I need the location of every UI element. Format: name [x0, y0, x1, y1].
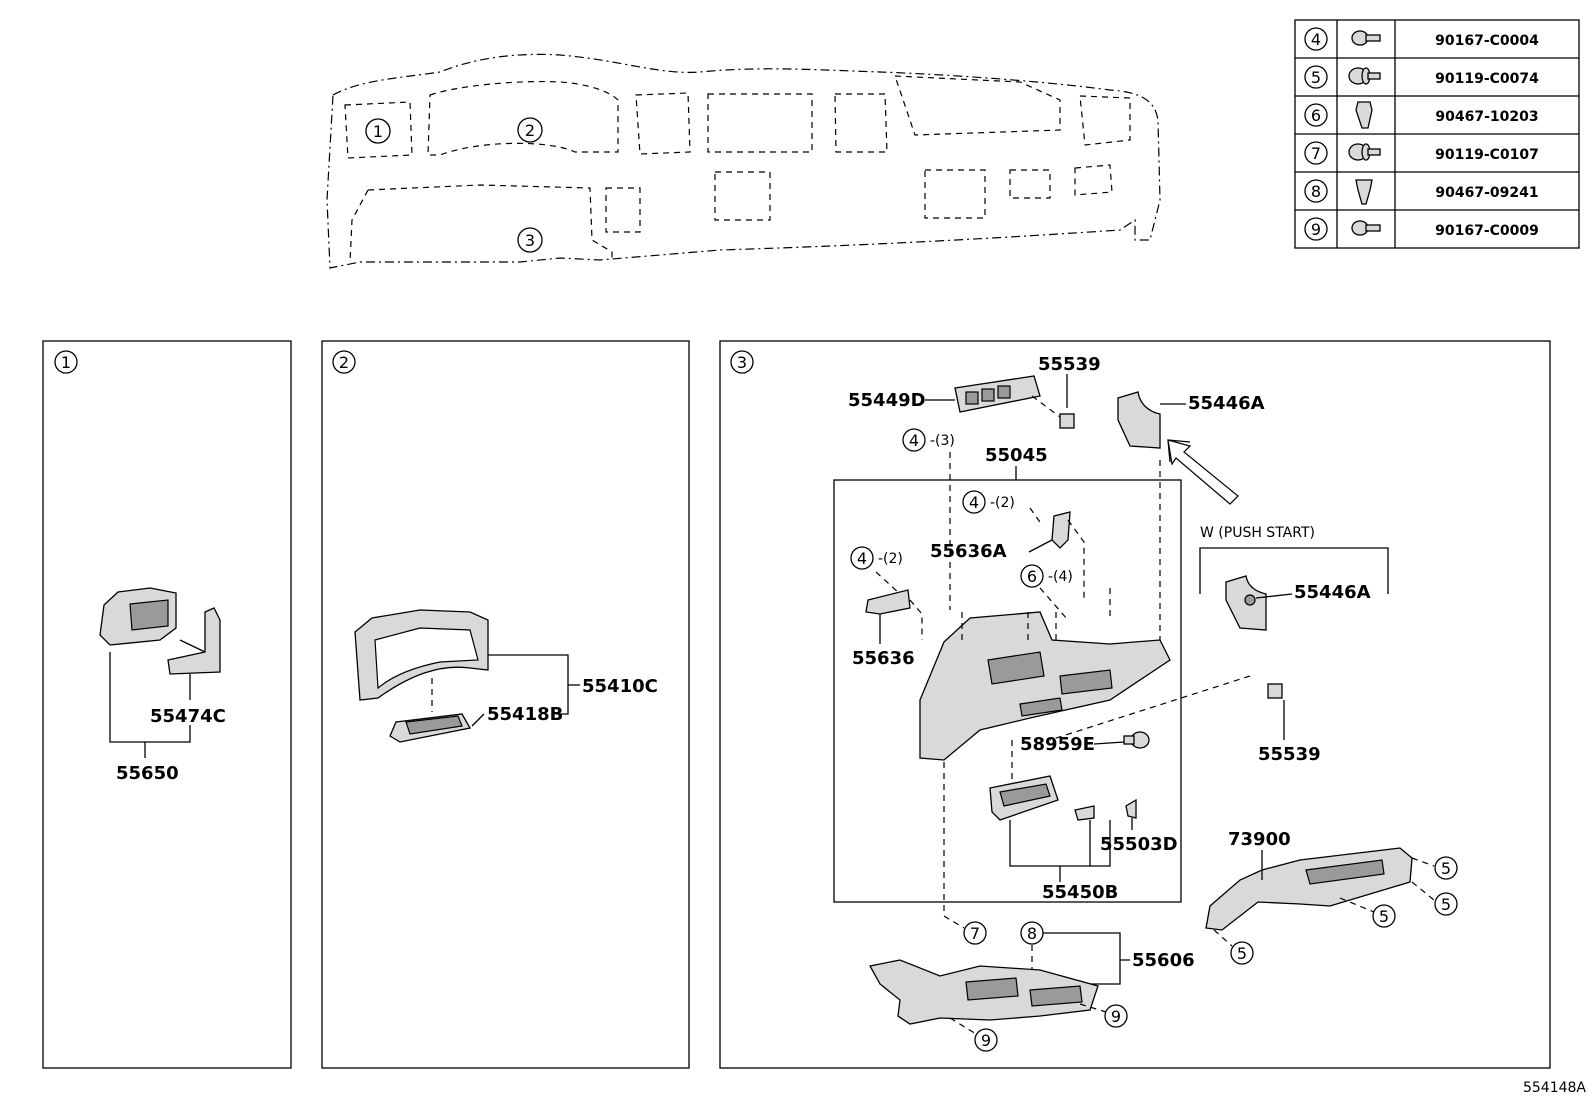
bolt-washer-icon: [1348, 67, 1381, 85]
lower-cover-part: [868, 959, 1099, 1025]
overview-area-3-label: 3: [525, 231, 535, 250]
part-label-55636: 55636: [852, 648, 915, 669]
table-row: 7 90119-C0107: [1304, 141, 1539, 165]
clip-part: [1125, 798, 1137, 819]
part-number: 90467-10203: [1435, 109, 1538, 125]
cluster-bezel-part: [354, 609, 489, 701]
ref-number: 5: [1311, 68, 1321, 87]
ref-6-bubble: 6: [1027, 567, 1037, 586]
tray-part: [989, 775, 1059, 821]
part-number: 90119-C0107: [1435, 147, 1539, 163]
latch-part: [1074, 805, 1095, 821]
ref-9-bubble: 9: [1111, 1007, 1121, 1026]
part-label-55539-right: 55539: [1258, 744, 1321, 765]
push-start-cover-part: [1225, 575, 1267, 631]
table-row: 5 90119-C0074: [1304, 65, 1539, 89]
panel-1: 1 55474C 55650: [42, 340, 292, 1069]
clip-icon: [1355, 101, 1373, 129]
ref-8-bubble: 8: [1027, 924, 1037, 943]
table-row: 6 90467-10203: [1304, 101, 1539, 129]
part-label-55410c: 55410C: [582, 676, 658, 697]
panel-2: 2 55418B 55410C: [321, 340, 690, 1069]
ref-4-bubble: 4: [969, 493, 979, 512]
table-row: 8 90467-09241: [1304, 179, 1539, 205]
connector-part: [1267, 683, 1283, 699]
ref-number: 4: [1311, 30, 1321, 49]
dashboard-overview: 1 2 3: [326, 53, 1161, 269]
part-label-55606: 55606: [1132, 950, 1195, 971]
part-number: 90167-C0004: [1435, 33, 1539, 49]
part-number: 90467-09241: [1435, 185, 1538, 201]
bulb-part: [1123, 731, 1150, 749]
part-label-55636a: 55636A: [930, 541, 1007, 562]
ref-4-bubble: 4: [857, 549, 867, 568]
ref-qty: -(3): [930, 433, 955, 449]
part-label-55418b: 55418B: [487, 704, 563, 725]
part-label-55449d: 55449D: [848, 390, 926, 411]
ref-number: 6: [1311, 106, 1321, 125]
part-label-55474c: 55474C: [150, 706, 226, 727]
ref-qty: -(2): [990, 495, 1015, 511]
ref-number: 7: [1311, 144, 1321, 163]
part-label-58959e: 58959E: [1020, 734, 1095, 755]
ref-5-bubble: 5: [1441, 859, 1451, 878]
clip-icon: [1355, 179, 1373, 205]
part-label-55650: 55650: [116, 763, 179, 784]
switch-strip-part: [954, 375, 1041, 413]
table-row: 4 90167-C0004: [1304, 27, 1539, 51]
side-vent-part: [99, 587, 177, 646]
bolt-icon: [1351, 30, 1381, 46]
overview-area-1-label: 1: [373, 122, 383, 141]
ref-number: 9: [1311, 220, 1321, 239]
vent-trim-part: [167, 607, 221, 675]
table-row: 9 90167-C0009: [1304, 217, 1539, 241]
part-label-55045: 55045: [985, 445, 1048, 466]
bolt-washer-icon: [1348, 143, 1381, 161]
ref-4-bubble: 4: [909, 431, 919, 450]
switch-panel-part: [389, 713, 472, 743]
part-number: 90167-C0009: [1435, 223, 1539, 239]
part-label-55446a-top: 55446A: [1188, 393, 1265, 414]
ref-5-bubble: 5: [1237, 944, 1247, 963]
panel-number: 1: [61, 353, 71, 372]
diagram-id: 554148A: [1523, 1080, 1586, 1096]
part-label-55450b: 55450B: [1042, 882, 1118, 903]
bracket-part: [865, 589, 911, 615]
panel-number: 3: [737, 353, 747, 372]
bolt-icon: [1351, 220, 1381, 236]
fastener-table: 4 90167-C0004 5 90119-C0074 6 90467-1020…: [1294, 19, 1580, 249]
part-label-73900: 73900: [1228, 829, 1291, 850]
ref-5-bubble: 5: [1441, 895, 1451, 914]
ref-number: 8: [1311, 182, 1321, 201]
panel-3: 3 55449D 55539 55446A 4 -(3) 55045 4: [719, 340, 1551, 1069]
connector-part: [1059, 413, 1075, 429]
ref-5-bubble: 5: [1379, 907, 1389, 926]
cover-part: [1117, 391, 1161, 449]
variant-label: W (PUSH START): [1200, 525, 1315, 541]
ref-7-bubble: 7: [970, 924, 980, 943]
part-label-55503d: 55503D: [1100, 834, 1178, 855]
part-label-55446a-variant: 55446A: [1294, 582, 1371, 603]
bracket-part: [1051, 511, 1071, 549]
assembly-box: [833, 479, 1182, 903]
ref-qty: -(2): [878, 551, 903, 567]
ref-qty: -(4): [1048, 569, 1073, 585]
panel-number: 2: [339, 353, 349, 372]
part-label-55539-top: 55539: [1038, 354, 1101, 375]
ref-9-bubble: 9: [981, 1031, 991, 1050]
lower-panel-part: [919, 611, 1171, 761]
overview-area-2-label: 2: [525, 121, 535, 140]
part-number: 90119-C0074: [1435, 71, 1539, 87]
